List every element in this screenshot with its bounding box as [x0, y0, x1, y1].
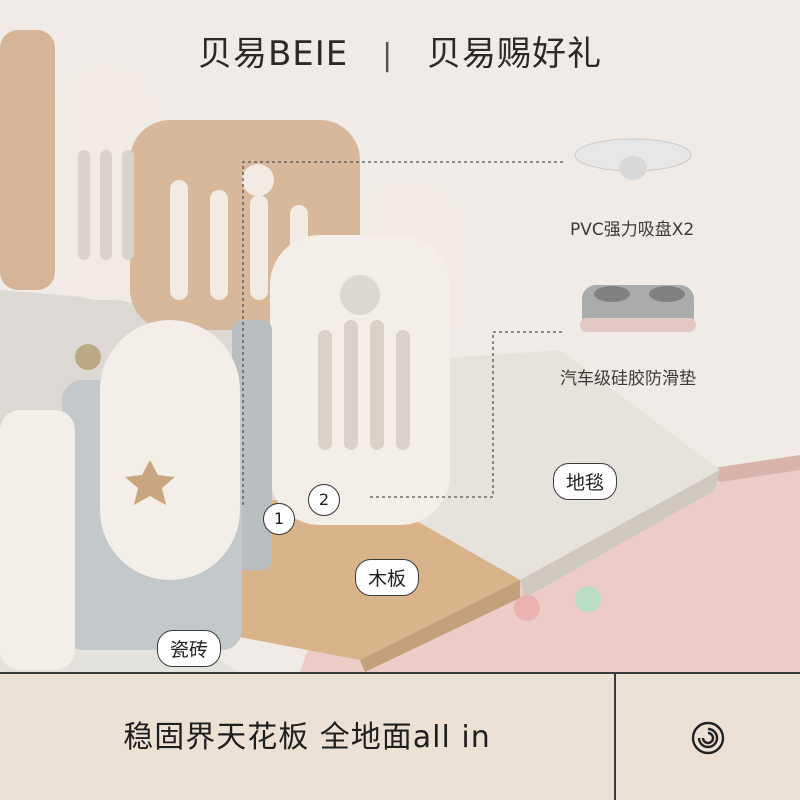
badge-two: 2 — [308, 484, 340, 516]
spiral-logo-icon — [691, 721, 725, 755]
suction-cup-caption: PVC强力吸盘X2 — [570, 220, 695, 240]
brand-name: 贝易BEIE — [197, 34, 349, 74]
playpen-scene — [0, 30, 800, 672]
anti-slip-pad-caption: 汽车级硅胶防滑垫 — [560, 369, 696, 389]
brand-slogan: 贝易赐好礼 — [427, 34, 603, 74]
badge-one: 1 — [263, 503, 295, 535]
bottom-bar: 稳固界天花板 全地面all in — [0, 672, 800, 800]
bottom-slogan: 稳固界天花板 全地面all in — [123, 720, 491, 755]
wood-tag: 木板 — [355, 559, 420, 596]
carpet-tag: 地毯 — [553, 463, 618, 500]
tile-tag: 瓷砖 — [157, 630, 222, 667]
bottom-divider — [614, 674, 616, 800]
brand-header: 贝易BEIE | 贝易赐好礼 — [0, 26, 800, 75]
brand-separator: | — [382, 38, 394, 73]
